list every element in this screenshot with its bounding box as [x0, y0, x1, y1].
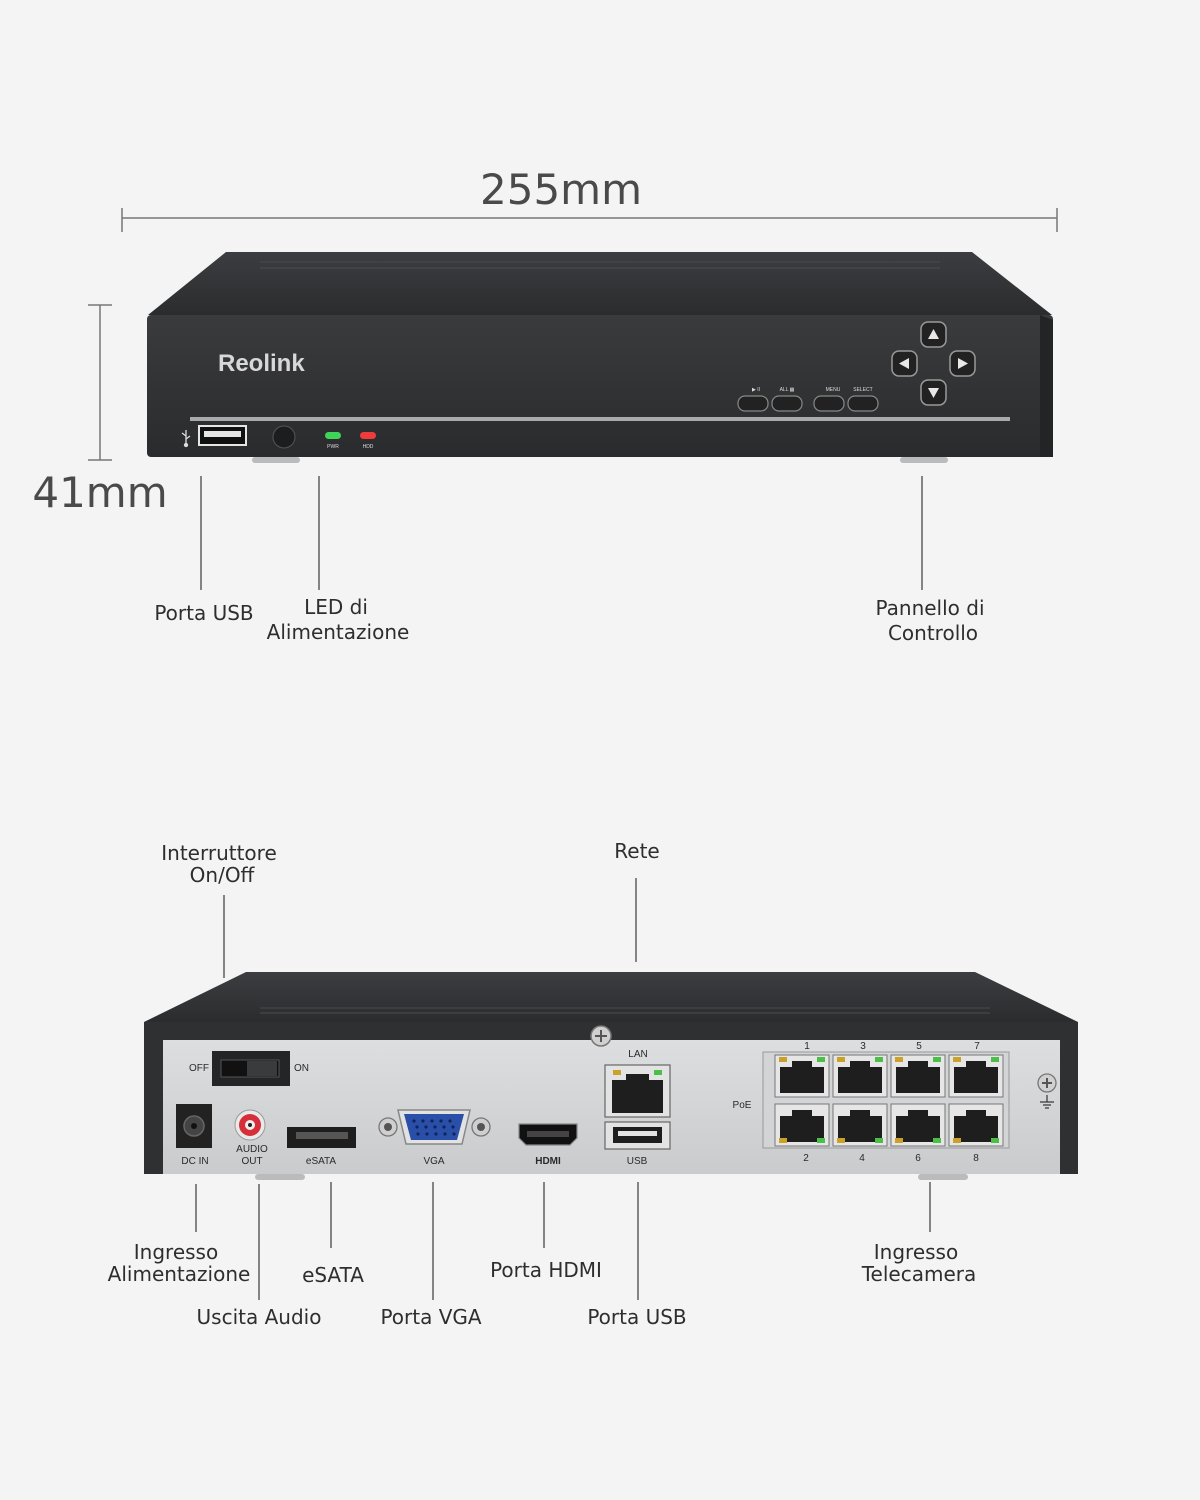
lan-label: LAN: [628, 1049, 647, 1060]
poe-port[interactable]: [832, 1054, 888, 1098]
usb-rear-callout: Porta USB: [587, 1305, 686, 1329]
all-button[interactable]: [771, 395, 803, 412]
poe-port[interactable]: [890, 1054, 946, 1098]
dpad-down-button[interactable]: [920, 379, 947, 406]
lan-port[interactable]: [604, 1064, 671, 1118]
usb-icon: [181, 430, 191, 448]
pwr-led: [325, 432, 341, 439]
power-callout-line2: Alimentazione: [108, 1262, 251, 1286]
front-usb-port[interactable]: [198, 425, 247, 446]
menu-button[interactable]: [813, 395, 845, 412]
hdmi-port[interactable]: [518, 1123, 578, 1146]
playpause-button[interactable]: [737, 395, 769, 412]
control-buttons: ▶ II ALL ▦ MENU SELECT: [737, 387, 879, 412]
usb-label: USB: [627, 1156, 648, 1167]
hdmi-callout: Porta HDMI: [490, 1258, 602, 1282]
poe-number: 7: [974, 1041, 980, 1052]
esata-port[interactable]: [287, 1127, 356, 1148]
switch-off-label: OFF: [189, 1063, 209, 1074]
poe-number: 2: [803, 1153, 809, 1164]
poe-port[interactable]: [948, 1103, 1004, 1147]
hdmi-label: HDMI: [535, 1156, 561, 1167]
height-dimension-label: 41mm: [32, 468, 167, 517]
poe-port[interactable]: [832, 1103, 888, 1147]
select-label: SELECT: [853, 387, 872, 393]
front-round-button[interactable]: [272, 425, 296, 449]
poe-port[interactable]: [948, 1054, 1004, 1098]
audio-out-label-line2: OUT: [241, 1156, 262, 1167]
height-dimension: 41mm: [32, 304, 168, 517]
control-callout-line2: Controllo: [888, 621, 978, 645]
select-button[interactable]: [847, 395, 879, 412]
rear-foot-right: [918, 1174, 968, 1180]
front-device-face: [147, 315, 1053, 457]
dpad-up-button[interactable]: [920, 321, 947, 348]
switch-on-label: ON: [294, 1063, 309, 1074]
menu-label: MENU: [826, 387, 841, 393]
vga-port[interactable]: [378, 1109, 491, 1145]
esata-callout: eSATA: [302, 1263, 364, 1287]
width-dimension-label: 255mm: [480, 165, 642, 214]
dpad-left-button[interactable]: [891, 350, 918, 377]
pwr-led-label: PWR: [327, 444, 339, 450]
led-callout-line1: LED di: [304, 595, 368, 619]
audio-callout: Uscita Audio: [197, 1305, 322, 1329]
front-foot-left: [252, 457, 300, 463]
poe-number: 5: [916, 1041, 922, 1052]
rear-foot-left: [255, 1174, 305, 1180]
audio-out-label-line1: AUDIO: [236, 1144, 268, 1155]
hdd-led-label: HDD: [363, 444, 374, 450]
dc-in-port[interactable]: [176, 1104, 212, 1148]
brand-logo: Reolink: [218, 350, 305, 377]
dpad-right-button[interactable]: [949, 350, 976, 377]
front-usb-callout: Porta USB: [154, 601, 253, 625]
network-callout: Rete: [614, 839, 659, 863]
front-foot-right: [900, 457, 948, 463]
rear-usb-port[interactable]: [604, 1121, 671, 1150]
vga-label: VGA: [423, 1156, 444, 1167]
poe-number: 6: [915, 1153, 921, 1164]
playpause-label: ▶ II: [752, 387, 760, 393]
poe-number: 4: [859, 1153, 865, 1164]
poe-port[interactable]: [890, 1103, 946, 1147]
poe-label: PoE: [733, 1100, 752, 1111]
control-callout-line1: Pannello di: [875, 596, 984, 620]
front-view-device: Reolink PWR HDD ▶ II ALL ▦ MENU SELECT: [147, 252, 1053, 463]
all-label: ALL ▦: [780, 387, 795, 393]
audio-out-port[interactable]: [234, 1109, 266, 1141]
power-switch[interactable]: [212, 1051, 290, 1086]
vga-callout: Porta VGA: [380, 1305, 481, 1329]
poe-number: 3: [860, 1041, 866, 1052]
dpad: [891, 321, 976, 406]
hdd-led: [360, 432, 376, 439]
camera-callout-line2: Telecamera: [861, 1262, 977, 1286]
rear-view-device: OFF ON DC IN AUDIO OUT eSATA: [144, 972, 1078, 1180]
poe-number: 1: [804, 1041, 810, 1052]
esata-label: eSATA: [306, 1156, 337, 1167]
width-dimension: 255mm: [121, 165, 1058, 232]
power-callout-line1: Ingresso: [134, 1240, 218, 1264]
ground-icon: [1037, 1073, 1057, 1109]
poe-ports: [774, 1054, 1004, 1147]
camera-callout-line1: Ingresso: [874, 1240, 958, 1264]
screw-icon: [590, 1025, 612, 1047]
led-callout-line2: Alimentazione: [267, 620, 410, 644]
switch-callout-line1: Interruttore: [161, 841, 277, 865]
poe-port[interactable]: [774, 1103, 830, 1147]
poe-port[interactable]: [774, 1054, 830, 1098]
dc-in-label: DC IN: [181, 1156, 208, 1167]
front-stripe: [190, 417, 1010, 421]
switch-callout-line2: On/Off: [190, 863, 256, 887]
rear-device-top: [144, 972, 1078, 1022]
poe-number: 8: [973, 1153, 979, 1164]
